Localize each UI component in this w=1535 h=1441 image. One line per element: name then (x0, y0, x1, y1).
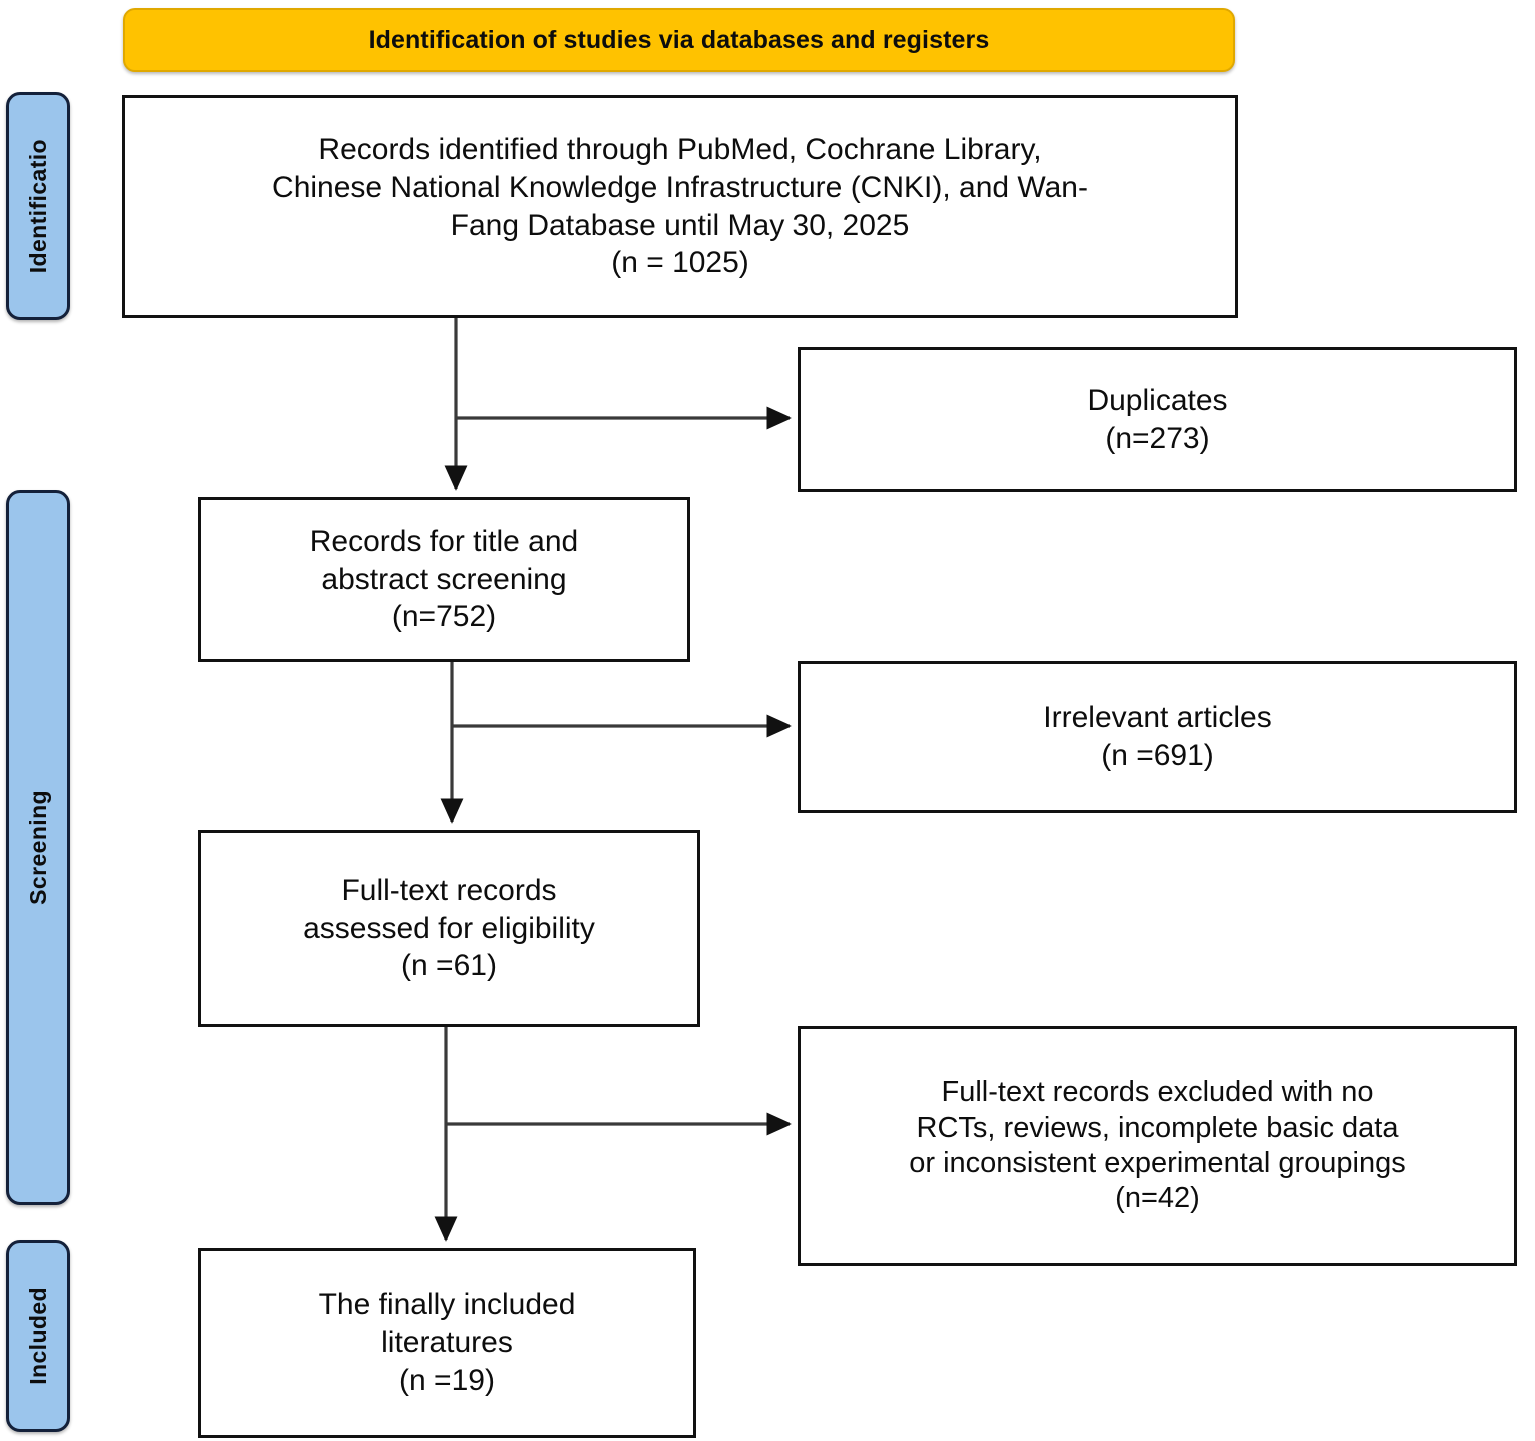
box-irrelevant-articles-excluded-text: Irrelevant articles (n =691) (1043, 699, 1271, 775)
line-1: Records identified through PubMed, Cochr… (318, 132, 1042, 166)
line-4-count: (n=42) (1115, 1182, 1200, 1215)
line-2: literatures (381, 1326, 513, 1360)
line-3-count: (n =19) (399, 1363, 495, 1397)
box-fulltext-records-excluded: Full-text records excluded with no RCTs,… (798, 1026, 1517, 1266)
box-fulltext-records-excluded-text: Full-text records excluded with no RCTs,… (909, 1075, 1406, 1217)
line-1: Irrelevant articles (1043, 701, 1272, 735)
box-final-included-literatures: The finally included literatures (n =19) (198, 1248, 696, 1438)
stage-tab-identification-label: Identificatio (24, 138, 51, 274)
connector-identified-to-screening (444, 318, 792, 491)
box-title-abstract-screening-text: Records for title and abstract screening… (310, 523, 578, 636)
stage-tab-identification: Identificatio (6, 92, 70, 320)
stage-tab-included: Included (6, 1240, 70, 1432)
box-irrelevant-articles-excluded: Irrelevant articles (n =691) (798, 661, 1517, 813)
line-4-count: (n = 1025) (611, 246, 749, 280)
line-3: or inconsistent experimental groupings (909, 1147, 1406, 1179)
connector-screening-to-fulltext (440, 662, 792, 824)
line-1: Full-text records (341, 873, 557, 907)
stage-tab-screening-label: Screening (24, 790, 51, 905)
line-3-count: (n=752) (391, 600, 497, 634)
line-2: abstract screening (321, 562, 567, 596)
line-3: Fang Database until May 30, 2025 (450, 208, 910, 242)
box-records-identified-text: Records identified through PubMed, Cochr… (272, 131, 1088, 282)
box-final-included-literatures-text: The finally included literatures (n =19) (319, 1286, 576, 1399)
box-fulltext-assessed-text: Full-text records assessed for eligibili… (303, 872, 595, 985)
line-2-count: (n =691) (1101, 739, 1214, 772)
box-duplicates-excluded-text: Duplicates (n=273) (1087, 382, 1227, 458)
box-title-abstract-screening: Records for title and abstract screening… (198, 497, 690, 662)
line-2: assessed for eligibility (303, 911, 595, 945)
box-duplicates-excluded: Duplicates (n=273) (798, 347, 1517, 492)
line-1: Full-text records excluded with no (941, 1076, 1374, 1109)
identification-banner: Identification of studies via databases … (123, 8, 1235, 72)
connector-fulltext-to-included (434, 1027, 792, 1242)
line-3-count: (n =61) (401, 949, 497, 983)
banner-title: Identification of studies via databases … (368, 25, 990, 54)
line-1: Records for title and (309, 524, 579, 558)
stage-tab-screening: Screening (6, 490, 70, 1205)
line-1: Duplicates (1087, 383, 1228, 417)
line-1: The finally included (318, 1288, 576, 1322)
box-fulltext-assessed: Full-text records assessed for eligibili… (198, 830, 700, 1027)
line-2: Chinese National Knowledge Infrastructur… (272, 170, 1088, 204)
stage-tab-included-label: Included (24, 1287, 51, 1385)
line-2-count: (n=273) (1105, 421, 1210, 455)
box-records-identified: Records identified through PubMed, Cochr… (122, 95, 1238, 318)
line-2: RCTs, reviews, incomplete basic data (916, 1111, 1399, 1144)
